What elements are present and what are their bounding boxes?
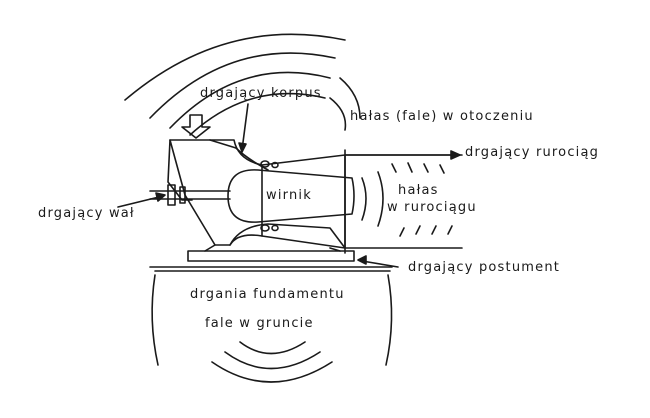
label-pipe-noise-line2: w rurociągu [387,200,477,215]
pipe-wave-dash-8 [447,225,453,235]
leader-shaft-arrowhead [155,192,166,202]
pipe-wave-dash-4 [439,164,445,174]
leader-pedestal-arrowhead [357,255,367,265]
label-pipe-noise-line1: hałas [398,183,439,198]
label-vibrating-pedestal: drgający postument [408,260,561,275]
load-arrow-icon [181,114,211,139]
label-ground-waves: fale w gruncie [205,316,314,331]
label-impeller: wirnik [266,188,312,203]
housing-inlet-line [209,139,237,149]
leader-housing [241,103,249,151]
pedestal-plate [187,250,355,262]
ground-wave-arc-3 [211,361,333,383]
bearing-right-upper [271,161,279,169]
pipe-wave-1 [361,177,367,221]
pipe-wave-dash-6 [415,225,421,235]
impeller-hub [227,169,355,223]
pedestal [187,244,355,262]
pedestal-leg-right [329,247,341,252]
shaft-coupling [167,184,176,206]
leader-lines [117,103,461,268]
ambient-wave-arc-1 [189,92,326,136]
ambient-wave-arc-2 [169,71,331,129]
housing-upper-volute [235,147,269,171]
pipe-wave-2 [377,171,384,227]
ambient-wave-arc-right-2 [339,77,361,119]
foundation-right-ground [385,274,393,366]
housing-upper-contour [169,139,346,249]
pipe-wave-dash-5 [399,227,405,237]
ambient-noise-waves [124,33,361,136]
ambient-wave-arc-right-1 [329,97,347,131]
label-ambient-noise: hałas (fale) w otoczeniu [350,109,534,124]
housing-lower-volute [229,223,346,249]
leader-pedestal [361,260,399,268]
ambient-wave-arc-3 [149,52,336,119]
ground-wave-arc-1 [239,341,306,355]
ground-waves [211,341,333,383]
label-vibrating-housing: drgający korpus [200,86,322,101]
label-foundation-vibration: drgania fundamentu [190,287,345,302]
pedestal-leg-left [204,244,216,252]
label-vibrating-shaft: drgający wał [38,206,135,221]
pipe-wave-dash-7 [431,225,437,235]
leader-housing-arrowhead [238,142,247,153]
ambient-wave-arc-4 [124,33,346,101]
pipe-wave-dash-3 [423,163,429,173]
machine-housing [167,139,346,249]
bearing-lower [260,224,270,232]
bearing-right-lower [271,224,279,232]
label-vibrating-pipeline: drgający rurociąg [465,145,600,160]
pipe-wave-dash-1 [391,163,397,173]
leader-shaft [117,195,164,208]
shaft-coupling-2 [179,186,186,204]
bearing-upper [260,160,270,168]
drive-shaft [149,184,231,206]
leader-pipeline-arrowhead [450,150,461,160]
ground-wave-arc-2 [224,351,321,370]
foundation-left-ground [151,274,159,366]
foundation-block [149,266,393,366]
pipe-noise-waves [361,162,453,237]
pipe-wave-dash-2 [407,162,413,173]
